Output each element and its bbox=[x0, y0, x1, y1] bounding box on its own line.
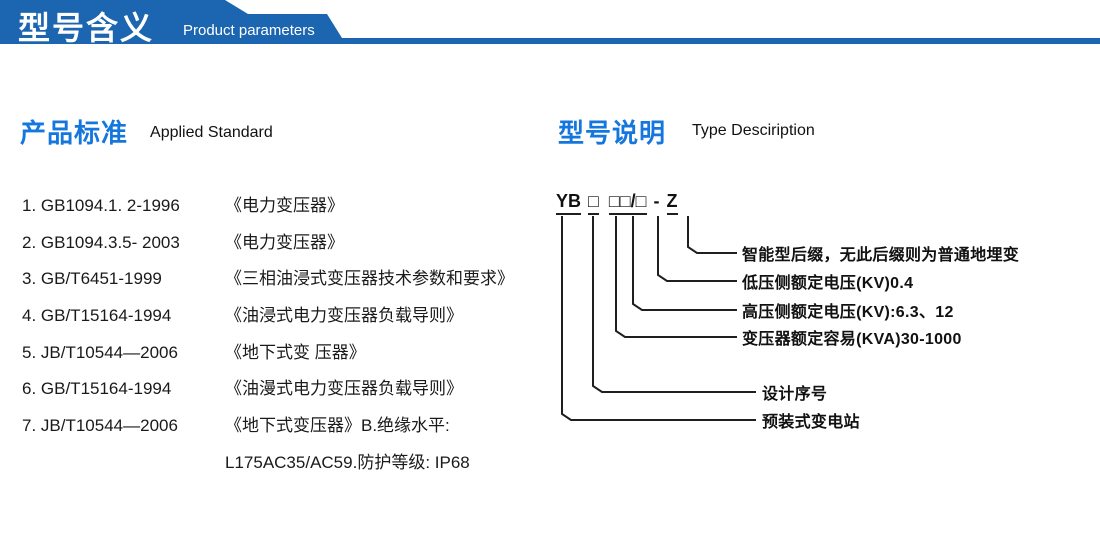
standard-code-empty bbox=[22, 445, 225, 482]
model-code-suffix: Z bbox=[666, 191, 678, 215]
standard-item-continuation: L175AC35/AC59.防护等级: IP68 bbox=[22, 445, 552, 482]
standard-name: 《电力变压器》 bbox=[225, 232, 344, 252]
standard-item: 2. GB1094.3.5- 2003 《电力变压器》 bbox=[22, 225, 552, 262]
standard-item: 7. JB/T10544—2006 《地下式变压器》B.绝缘水平: bbox=[22, 408, 552, 445]
standard-item: 5. JB/T10544—2006 《地下式变 压器》 bbox=[22, 335, 552, 372]
model-code-prefix: YB bbox=[556, 191, 582, 215]
type-description-heading: 型号说明 Type Desciription bbox=[558, 113, 815, 150]
standard-item: 1. GB1094.1. 2-1996 《电力变压器》 bbox=[22, 188, 552, 225]
label-smart-suffix: 智能型后缀，无此后缀则为普通地埋变 bbox=[742, 247, 1020, 264]
connector-high-voltage bbox=[632, 216, 737, 311]
label-low-voltage: 低压侧额定电压(KV)0.4 bbox=[742, 275, 914, 292]
applied-standard-heading: 产品标准 Applied Standard bbox=[20, 113, 273, 150]
header-banner-shape bbox=[0, 0, 1100, 44]
model-code-diagram: YB□ □□/□-Z 智能型后缀，无此后缀则为普通地埋变 低压侧额定电压(KV)0… bbox=[550, 183, 1100, 463]
model-code: YB□ □□/□-Z bbox=[556, 191, 678, 215]
standard-name: 《地下式变压器》B.绝缘水平: bbox=[225, 416, 450, 436]
connector-smart-suffix bbox=[687, 216, 737, 254]
standard-code: 3. GB/T6451-1999 bbox=[22, 269, 162, 289]
page-title: 型号含义 bbox=[18, 10, 155, 46]
connector-low-voltage bbox=[657, 216, 737, 282]
standard-continuation-text: L175AC35/AC59.防护等级: IP68 bbox=[225, 452, 470, 472]
model-code-dash: - bbox=[653, 191, 660, 211]
type-description-heading-en: Type Desciription bbox=[692, 121, 815, 139]
standard-code: 4. GB/T15164-1994 bbox=[22, 306, 172, 326]
standard-name: 《电力变压器》 bbox=[225, 196, 344, 215]
standard-code: 1. GB1094.1. 2-1996 bbox=[22, 196, 180, 215]
standards-list: 1. GB1094.1. 2-1996 《电力变压器》 2. GB1094.3.… bbox=[22, 188, 552, 482]
model-code-box1: □ bbox=[588, 191, 599, 215]
label-design-serial: 设计序号 bbox=[762, 386, 828, 403]
label-rated-capacity: 变压器额定容易(KVA)30-1000 bbox=[742, 331, 962, 348]
applied-standard-heading-en: Applied Standard bbox=[150, 123, 273, 141]
standard-code: 7. JB/T10544—2006 bbox=[22, 416, 178, 436]
standard-item: 4. GB/T15164-1994 《油浸式电力变压器负载导则》 bbox=[22, 298, 552, 335]
connector-design-serial bbox=[592, 216, 756, 393]
connector-lines bbox=[561, 216, 756, 421]
standard-name: 《油浸式电力变压器负载导则》 bbox=[225, 306, 463, 326]
standard-item: 3. GB/T6451-1999 《三相油浸式变压器技术参数和要求》 bbox=[22, 261, 552, 298]
standard-name: 《三相油浸式变压器技术参数和要求》 bbox=[225, 269, 514, 289]
model-code-box2: □□/□ bbox=[608, 191, 647, 215]
standard-name: 《地下式变 压器》 bbox=[225, 342, 366, 362]
standard-code: 6. GB/T15164-1994 bbox=[22, 379, 172, 399]
header-banner: 型号含义 Product parameters bbox=[0, 0, 1100, 46]
standard-item: 6. GB/T15164-1994 《油漫式电力变压器负载导则》 bbox=[22, 371, 552, 408]
label-high-voltage: 高压侧额定电压(KV):6.3、12 bbox=[742, 304, 954, 321]
connector-rated-capacity bbox=[615, 216, 737, 338]
standard-code: 2. GB1094.3.5- 2003 bbox=[22, 232, 180, 252]
connector-prefab-station bbox=[561, 216, 756, 421]
type-description-heading-cn: 型号说明 bbox=[558, 118, 667, 148]
page-subtitle: Product parameters bbox=[183, 22, 315, 39]
label-prefab-station: 预装式变电站 bbox=[762, 414, 860, 431]
standard-name: 《油漫式电力变压器负载导则》 bbox=[225, 379, 463, 399]
applied-standard-heading-cn: 产品标准 bbox=[20, 118, 129, 148]
standard-code: 5. JB/T10544—2006 bbox=[22, 342, 178, 362]
